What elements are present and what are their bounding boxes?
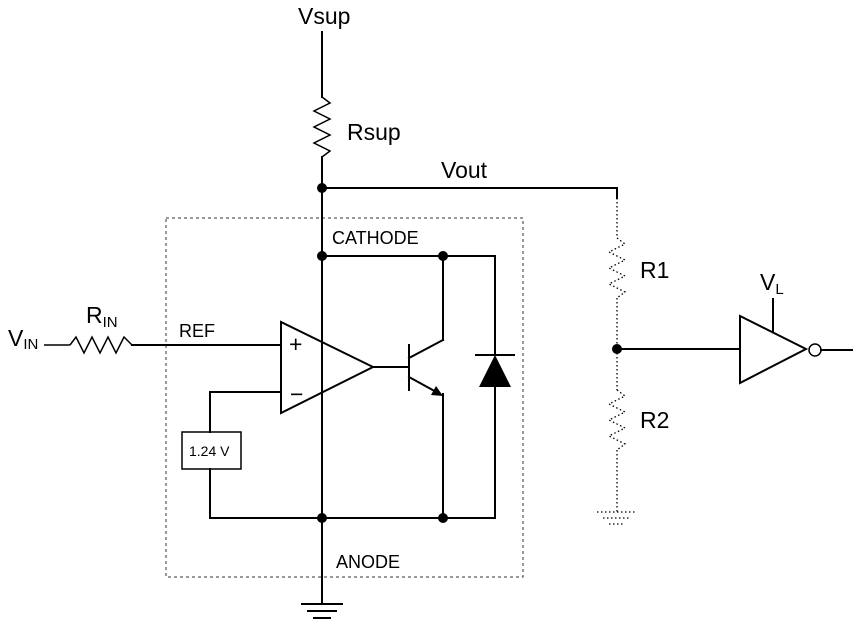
inverter-gate [739, 298, 853, 385]
junction-dot [317, 513, 327, 523]
opamp-plus-sign: + [289, 331, 302, 357]
r2-label: R2 [640, 407, 669, 433]
ref-voltage-label: 1.24 V [189, 443, 230, 459]
anode-ground-symbol [301, 603, 343, 619]
junction-dot [612, 344, 622, 354]
regulator-block-boundary [165, 217, 524, 578]
r1-label: R1 [640, 257, 669, 283]
reference-voltage-source [181, 391, 282, 519]
opamp-minus-sign: − [290, 381, 303, 407]
cathode-top-wire [321, 255, 496, 356]
rsup-label: Rsup [347, 119, 401, 145]
vin-label: VIN [8, 325, 38, 353]
junction-dot [317, 183, 327, 193]
r2-resistor [607, 349, 627, 512]
vsup-label: Vsup [298, 3, 350, 29]
rin-label: RIN [86, 302, 118, 331]
npn-transistor [407, 255, 445, 519]
r1-resistor [607, 198, 627, 349]
diode [475, 354, 515, 391]
cathode-label: CATHODE [332, 228, 419, 248]
vout-wire [321, 187, 618, 199]
anode-bottom-wire [209, 389, 496, 519]
op-amp [280, 320, 408, 415]
junction-dot [438, 513, 448, 523]
anode-label: ANODE [336, 552, 400, 572]
rsup-resistor [312, 31, 332, 189]
junction-dot [317, 251, 327, 261]
ref-label: REF [179, 321, 215, 341]
vout-label: Vout [441, 157, 488, 183]
divider-ground-symbol [597, 511, 637, 525]
junction-dot [438, 251, 448, 261]
vl-label: VL [760, 269, 784, 298]
rin-resistor [44, 335, 282, 355]
